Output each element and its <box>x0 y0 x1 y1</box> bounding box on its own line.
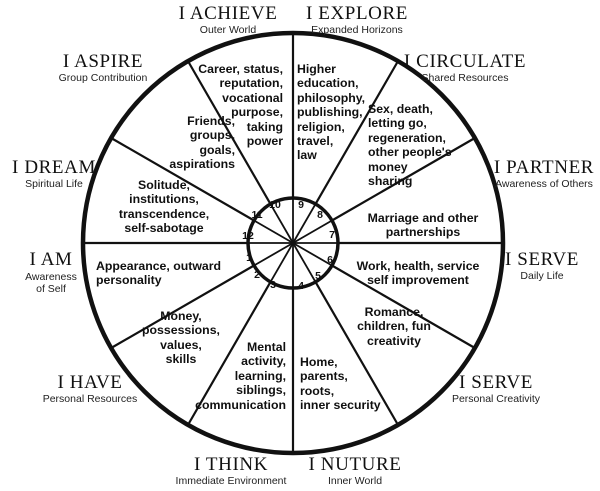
house-label-explore-title: I EXPLORE <box>306 3 408 24</box>
cusp-line-9 <box>314 60 399 205</box>
inner-spokes <box>248 198 338 288</box>
house-label-am: I AM Awareness of Self <box>6 250 96 295</box>
house-label-dream-subtitle: Spiritual Life <box>25 177 83 190</box>
house-number-11: 11 <box>251 209 263 221</box>
house-label-nuture-subtitle: Inner World <box>327 474 383 487</box>
wedge-text-house-10: Career, status, reputation, vocational p… <box>198 62 283 148</box>
house-number-8: 8 <box>317 209 323 221</box>
house-label-achieve-subtitle: Outer World <box>199 23 257 36</box>
house-label-explore: I EXPLORE Expanded Horizons <box>297 4 417 36</box>
house-label-nuture: I NUTURE Inner World <box>300 455 410 487</box>
house-label-nuture-title: I NUTURE <box>308 454 402 475</box>
cusp-line-6 <box>331 264 476 349</box>
house-label-think-subtitle: Immediate Environment <box>175 474 287 487</box>
wedge-text-house-12: Solitude, institutions, transcendence, s… <box>118 178 210 236</box>
house-label-serve-daily-title: I SERVE <box>505 249 579 270</box>
house-label-explore-subtitle: Expanded Horizons <box>311 23 403 36</box>
house-label-serve-creativity-title: I SERVE <box>459 372 533 393</box>
house-label-have: I HAVE Personal Resources <box>28 373 152 405</box>
house-label-circulate: I CIRCULATE Shared Resources <box>400 52 530 84</box>
house-label-am-title: I AM <box>29 249 73 270</box>
house-label-dream: I DREAM Spiritual Life <box>2 158 106 190</box>
house-label-have-subtitle: Personal Resources <box>42 392 138 405</box>
house-label-aspire-title: I ASPIRE <box>62 51 144 72</box>
house-label-think: I THINK Immediate Environment <box>166 455 296 487</box>
cusp-line-11 <box>187 60 272 205</box>
wedge-text-house-11: Friends, groups, goals, aspirations <box>169 114 235 172</box>
cusp-line-8 <box>331 137 476 222</box>
wedge-text-house-5: Romance, children, fun creativity <box>357 305 431 348</box>
cusp-line-12 <box>110 137 255 222</box>
house-label-aspire-subtitle: Group Contribution <box>58 71 148 84</box>
cusp-line-2 <box>110 264 255 349</box>
house-label-serve-daily: I SERVE Daily Life <box>497 250 587 282</box>
cusp-line-3 <box>187 281 272 426</box>
house-number-5: 5 <box>315 270 321 282</box>
cusp-line-5 <box>314 281 399 426</box>
house-number-3: 3 <box>270 279 276 291</box>
house-label-partner-subtitle: Awareness of Others <box>495 177 593 190</box>
house-number-6: 6 <box>327 254 333 266</box>
house-label-serve-creativity: I SERVE Personal Creativity <box>434 373 558 405</box>
house-label-dream-title: I DREAM <box>12 157 96 178</box>
house-number-1: 1 <box>246 252 252 264</box>
house-label-partner-title: I PARTNER <box>493 157 595 178</box>
wedge-text-house-1: Appearance, outward personality <box>96 259 222 288</box>
house-label-circulate-subtitle: Shared Resources <box>421 71 509 84</box>
house-label-serve-daily-subtitle: Daily Life <box>520 269 564 282</box>
house-number-2: 2 <box>254 269 260 281</box>
wedge-text-house-2: Money, possessions, values, skills <box>142 309 220 367</box>
wedge-text-house-3: Mental activity, learning, siblings, com… <box>195 340 286 412</box>
house-number-4: 4 <box>298 280 304 292</box>
house-label-am-subtitle: Awareness of Self <box>25 270 77 295</box>
house-number-10: 10 <box>269 199 281 211</box>
house-number-9: 9 <box>298 199 304 211</box>
wedge-text-house-6: Work, health, service self improvement <box>356 259 480 288</box>
house-label-partner: I PARTNER Awareness of Others <box>488 158 600 190</box>
house-label-think-title: I THINK <box>193 454 269 475</box>
wedge-text-house-9: Higher education, philosophy, publishing… <box>297 62 366 163</box>
house-label-achieve: I ACHIEVE Outer World <box>173 4 283 36</box>
house-label-circulate-title: I CIRCULATE <box>403 51 527 72</box>
wedge-text-house-7: Marriage and other partnerships <box>367 211 479 240</box>
house-label-have-title: I HAVE <box>57 372 123 393</box>
house-label-serve-creativity-subtitle: Personal Creativity <box>451 392 541 405</box>
wedge-text-house-4: Home, parents, roots, inner security <box>300 355 381 413</box>
wedge-text-house-8: Sex, death, letting go, regeneration, ot… <box>368 102 452 188</box>
house-label-achieve-title: I ACHIEVE <box>178 3 278 24</box>
house-number-7: 7 <box>329 229 335 241</box>
house-label-aspire: I ASPIRE Group Contribution <box>42 52 164 84</box>
house-number-12: 12 <box>242 230 254 242</box>
